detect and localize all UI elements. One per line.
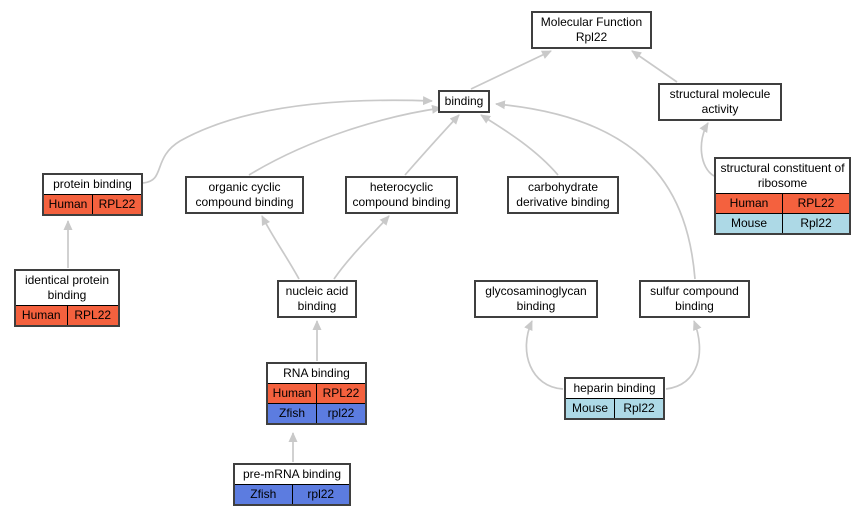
node-label: binding xyxy=(444,94,484,108)
edge-heterocyclic-to-binding xyxy=(404,114,460,176)
edge-structural-molecule-activity-to-molecular-function xyxy=(631,50,678,83)
gene-cell: Rpl22 xyxy=(614,399,663,418)
node-label: heparin binding xyxy=(573,381,656,395)
node-structural-constituent-of-ribosome[interactable]: structural constituent of ribosome Human… xyxy=(714,157,851,235)
species-cell: Zfish xyxy=(250,487,277,501)
node-carbohydrate-derivative-binding[interactable]: carbohydrate derivative binding xyxy=(507,176,619,214)
node-label: identical protein binding xyxy=(24,273,110,302)
node-organic-cyclic-compound-binding[interactable]: organic cyclic compound binding xyxy=(185,176,304,214)
node-label: structural constituent of ribosome xyxy=(720,161,845,190)
edge-binding-to-molecular-function xyxy=(470,50,552,90)
node-heterocyclic-compound-binding[interactable]: heterocyclic compound binding xyxy=(345,176,458,214)
edge-nucleic-acid-to-heterocyclic xyxy=(333,215,390,280)
gene-cell: RPL22 xyxy=(66,306,119,325)
node-label: carbohydrate derivative binding xyxy=(516,180,610,209)
edge-organic-cyclic-to-binding xyxy=(248,104,442,176)
node-label: sulfur compound binding xyxy=(650,284,739,313)
annotation-row: Mouse Rpl22 xyxy=(716,213,849,233)
node-identical-protein-binding[interactable]: identical protein binding Human RPL22 xyxy=(14,269,120,327)
node-binding[interactable]: binding xyxy=(438,90,490,113)
annotation-row: Zfish rpl22 xyxy=(268,403,365,423)
gene-cell: rpl22 xyxy=(316,404,365,423)
annotation-row: Human RPL22 xyxy=(16,305,118,325)
node-protein-binding[interactable]: protein binding Human RPL22 xyxy=(42,173,143,216)
gene-cell: Rpl22 xyxy=(782,214,849,233)
gene-cell: RPL22 xyxy=(316,384,365,403)
edge-carbohydrate-derivative-to-binding xyxy=(480,114,559,176)
gene-cell: RPL22 xyxy=(92,195,141,214)
edge-protein-binding-to-binding xyxy=(142,96,433,184)
node-rna-binding[interactable]: RNA binding Human RPL22 Zfish rpl22 xyxy=(266,362,367,425)
node-label: Molecular Function Rpl22 xyxy=(540,15,643,44)
annotation-row: Mouse Rpl22 xyxy=(566,398,663,418)
gene-cell: RPL22 xyxy=(782,194,849,213)
species-cell: Zfish xyxy=(278,406,305,420)
species-cell: Mouse xyxy=(730,216,768,230)
annotation-row: Human RPL22 xyxy=(268,383,365,403)
node-nucleic-acid-binding[interactable]: nucleic acid binding xyxy=(277,280,357,318)
edge-heparin-to-sulfur-compound xyxy=(665,320,702,390)
edge-heparin-to-glycosaminoglycan xyxy=(524,320,564,390)
species-cell: Human xyxy=(729,196,769,210)
annotation-row: Zfish rpl22 xyxy=(235,484,349,504)
species-cell: Human xyxy=(48,197,88,211)
edge-nucleic-acid-to-organic-cyclic xyxy=(261,215,300,280)
node-label: glycosaminoglycan binding xyxy=(485,284,587,313)
edge-sulfur-compound-to-binding xyxy=(495,100,696,280)
node-structural-molecule-activity[interactable]: structural molecule activity xyxy=(658,83,782,121)
node-label: structural molecule activity xyxy=(669,87,771,116)
node-label: protein binding xyxy=(53,177,132,191)
node-molecular-function-rpl22[interactable]: Molecular Function Rpl22 xyxy=(531,11,652,49)
node-heparin-binding[interactable]: heparin binding Mouse Rpl22 xyxy=(564,377,665,420)
node-glycosaminoglycan-binding[interactable]: glycosaminoglycan binding xyxy=(474,280,598,318)
annotation-row: Human RPL22 xyxy=(44,194,141,214)
species-cell: Mouse xyxy=(571,401,609,415)
node-label: RNA binding xyxy=(283,366,350,380)
edge-structural-constituent-to-structural-molecule-activity xyxy=(699,122,715,177)
species-cell: Human xyxy=(272,386,312,400)
node-label: pre-mRNA binding xyxy=(242,467,342,481)
node-sulfur-compound-binding[interactable]: sulfur compound binding xyxy=(639,280,750,318)
annotation-row: Human RPL22 xyxy=(716,193,849,213)
node-label: organic cyclic compound binding xyxy=(195,180,294,209)
node-pre-mrna-binding[interactable]: pre-mRNA binding Zfish rpl22 xyxy=(233,463,351,506)
species-cell: Human xyxy=(21,308,61,322)
node-label: nucleic acid binding xyxy=(285,284,349,313)
gene-cell: rpl22 xyxy=(291,485,350,504)
node-label: heterocyclic compound binding xyxy=(352,180,451,209)
